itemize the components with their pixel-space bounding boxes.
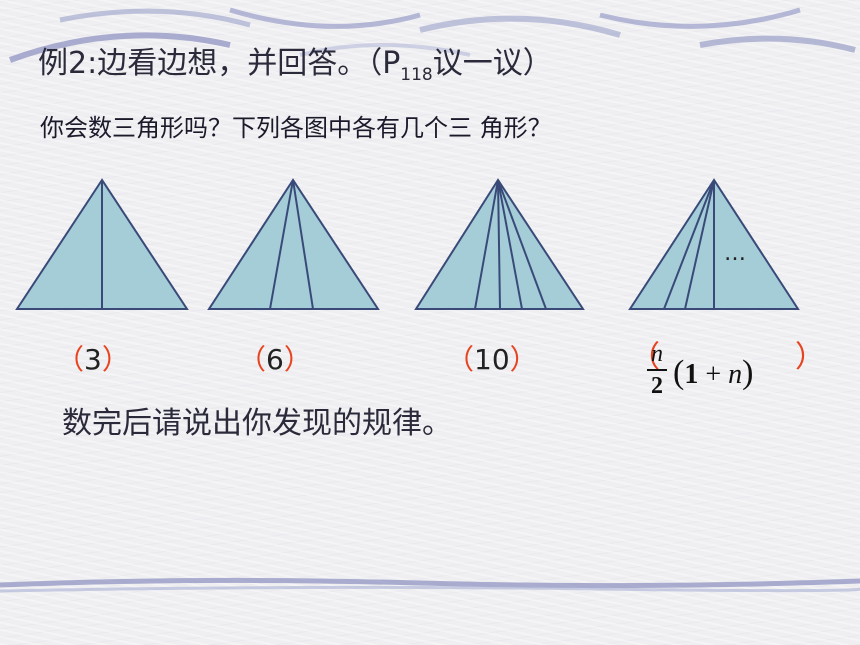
answer-3-close-paren: ） [509, 343, 538, 376]
formula-fraction: n 2 [645, 340, 669, 400]
formula-close-paren: ） [795, 340, 825, 375]
instruction-text: 数完后请说出你发现的规律。 [62, 406, 452, 441]
triangle-figure-2 [207, 178, 380, 310]
fraction-bar [647, 369, 667, 371]
triangle-figure-3 [414, 178, 585, 310]
top-decoration [8, 7, 856, 63]
formula-denominator: 2 [651, 373, 663, 399]
answer-2: （6） [238, 342, 312, 378]
answer-3: （10） [446, 342, 538, 378]
formula-numerator: n [651, 341, 663, 367]
triangle-figures: … [15, 178, 800, 310]
ellipsis-mark: … [724, 241, 746, 266]
answer-2-open-paren: （ [238, 343, 267, 376]
triangle-figure-1 [15, 178, 189, 310]
answer-2-value: 6 [266, 343, 284, 376]
answer-3-value: 10 [474, 343, 510, 376]
triangle-figure-4: … [628, 178, 800, 310]
page-title: 例2:边看边想，并回答。（P118议一议） [38, 46, 553, 85]
answer-1-open-paren: （ [56, 343, 85, 376]
answer-1: （3） [56, 342, 130, 378]
answer-3-open-paren: （ [446, 343, 475, 376]
answer-2-close-paren: ） [283, 343, 312, 376]
bottom-decoration [0, 577, 860, 593]
answer-1-close-paren: ） [101, 343, 130, 376]
answer-1-value: 3 [84, 343, 102, 376]
formula-expression: (1 + n) [673, 354, 754, 391]
question-text: 你会数三角形吗？下列各图中各有几个三 角形？ [40, 114, 552, 142]
